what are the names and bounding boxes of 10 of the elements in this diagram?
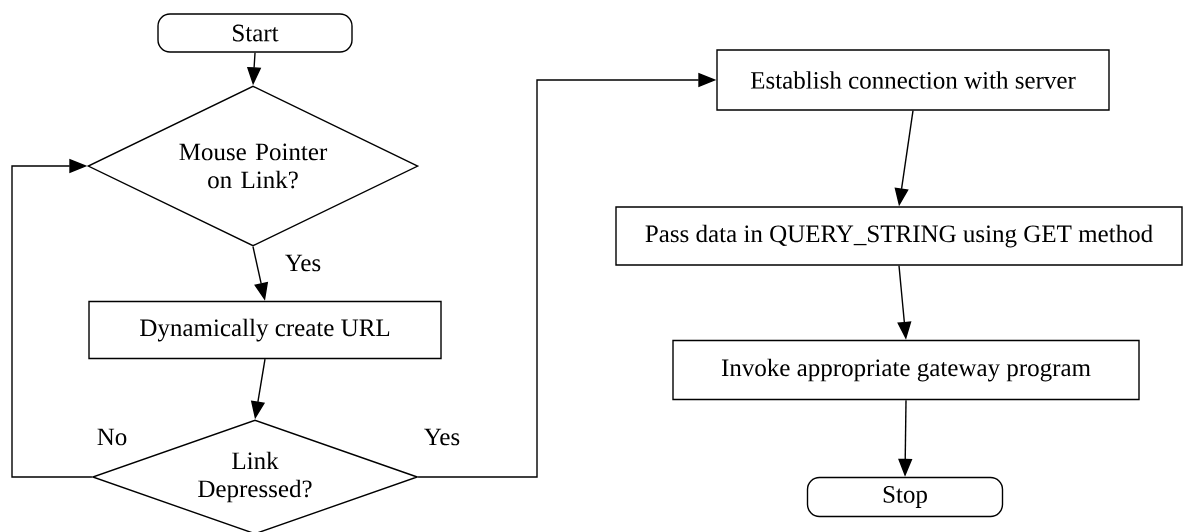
edge-label: Yes bbox=[421, 426, 463, 448]
process-box: Dynamically create URL bbox=[88, 300, 442, 360]
process-box: Pass data in QUERY_STRING using GET method bbox=[615, 206, 1183, 266]
process-box: Invoke appropriate gateway program bbox=[672, 339, 1140, 401]
terminal-box: Start bbox=[157, 13, 353, 53]
terminal-box: Stop bbox=[806, 476, 1004, 518]
edge-label: No bbox=[94, 426, 130, 448]
arrow bbox=[11, 158, 93, 478]
process-box: Establish connection with server bbox=[716, 49, 1110, 111]
edge-label: Yes bbox=[282, 252, 324, 274]
